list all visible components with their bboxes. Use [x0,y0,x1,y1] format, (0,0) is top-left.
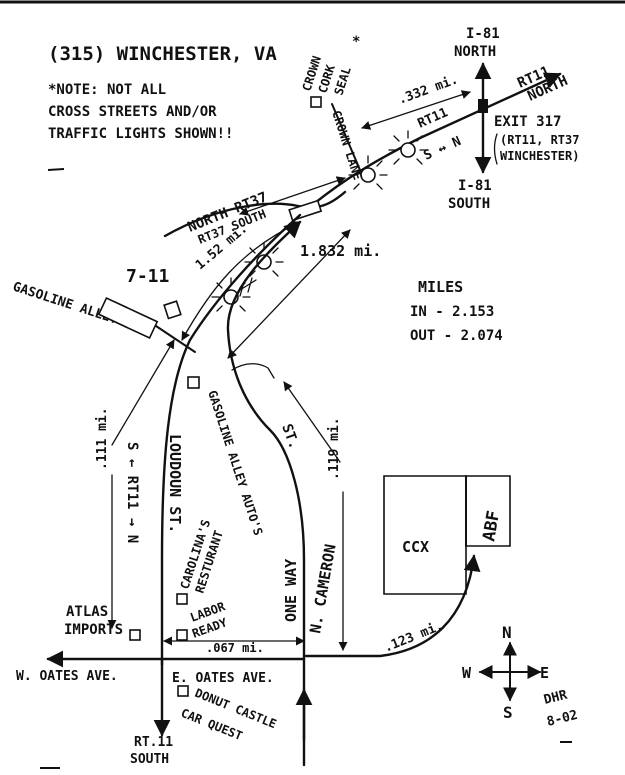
one-way-label: ONE WAY [282,559,300,622]
atlas-building [129,629,141,641]
note-dash [47,168,65,171]
traffic-light-1 [388,130,428,165]
crown-cork-building [310,96,322,108]
e-oates-label: E. OATES AVE. [172,671,274,686]
dist-067-label: .067 mi. [206,641,264,655]
gasoline-alley-building [97,296,159,340]
loudoun-label: LOUDOUN ST. [166,434,184,533]
i81-north-label-1: I-81 [466,26,500,42]
note-line-3: TRAFFIC LIGHTS SHOWN!! [48,126,233,142]
compass-n: N [502,623,512,642]
exit-brace [493,133,498,165]
note-line-2: CROSS STREETS AND/OR [48,104,217,120]
w-oates-label: W. OATES AVE. [16,669,118,684]
dist-111-label: .111 mi. [95,407,110,470]
miles-title: MILES [418,278,463,296]
carolinas-building [176,593,188,605]
i81-south-label-1: I-81 [458,178,492,194]
signature-initials: DHR [542,688,569,708]
exit-city-label: WINCHESTER) [500,149,579,163]
exit-route-label: (RT11, RT37 [500,133,579,147]
rt37-overpass [288,199,323,222]
miles-out: OUT - 2.074 [410,328,503,344]
location-title: (315) WINCHESTER, VA [48,43,277,65]
gasoline-alley-autos-label: GASOLINE ALLEY AUTO'S [205,389,265,538]
gasoline-alley-autos-building [187,376,200,389]
miles-in: IN - 2.153 [410,304,494,320]
n-cameron-label: N. CAMERON [306,543,339,635]
donut-castle-building [177,685,189,697]
note-line-1: *NOTE: NOT ALL [48,82,166,98]
signature-date: 8-02 [545,708,579,730]
dist-332-label: .332 mi. [396,72,460,108]
traffic-light-3 [244,242,284,277]
dist-1832-line [227,229,351,359]
atlas-label-2: IMPORTS [64,622,123,638]
dist-119-line [283,381,341,463]
seven-eleven-building [163,300,182,320]
rt11-south-label-1: RT.11 [134,735,173,750]
dist-332-line [361,90,471,130]
atlas-label-1: ATLAS [66,604,108,620]
abf-route [304,554,481,658]
labor-ready-building [176,629,188,641]
dist-111-line [111,339,175,446]
dist-119-label: .119 mi. [327,417,342,480]
compass-e: E [540,664,549,682]
crown-lane-road [331,103,361,171]
dist-123-label: .123 mi. [382,618,446,655]
crown-lane-label: CROWN LANE [329,109,365,182]
crown-cork-asterisk: * [352,34,360,50]
ccx-label: CCX [402,538,429,556]
compass-w: W [462,664,472,682]
rt11-sn-vertical-label: S ← RT11 → N [124,442,140,543]
compass-s: S [503,703,513,722]
compass-rose [478,641,542,702]
gasoline-alley-street [149,321,196,353]
dist-1832-label: 1.832 mi. [300,242,381,260]
rt11-south-label-2: SOUTH [130,752,169,767]
exit-317-marker [478,99,488,113]
exit-317-label: EXIT 317 [494,114,561,130]
cameron-side-tick [231,363,275,379]
north-rt37-arrow [239,176,346,216]
south-north-arrow: S ↔ N [422,134,464,164]
seven-eleven-label: 7-11 [126,266,169,287]
i81-north-label-2: NORTH [454,44,496,60]
i81-south-label-2: SOUTH [448,196,490,212]
